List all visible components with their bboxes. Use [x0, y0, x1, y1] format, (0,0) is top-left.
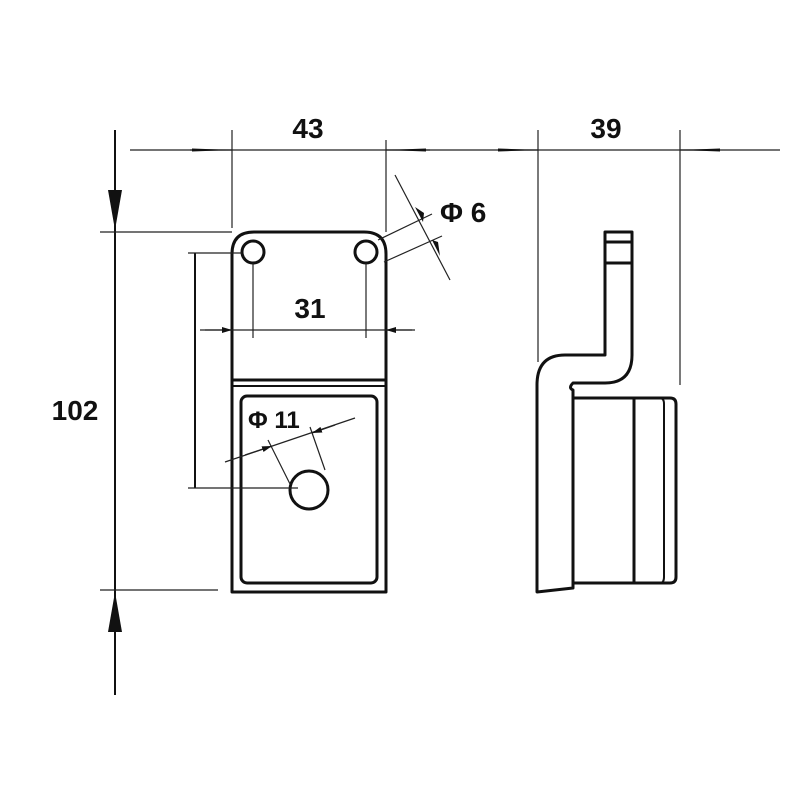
- side-outline: [535, 230, 634, 594]
- dim-label-width-side: 39: [590, 113, 621, 144]
- center-hole: [288, 469, 330, 511]
- dim-label-width-front: 43: [292, 113, 323, 144]
- dim-label-hole-spacing: 31: [294, 293, 325, 324]
- inner-panel: [239, 394, 379, 585]
- front-view: [230, 230, 388, 594]
- dim-label-large-hole: Φ 11: [248, 407, 300, 434]
- side-view: [535, 230, 678, 594]
- dimension-lines: [100, 130, 780, 695]
- front-outline: [230, 230, 388, 594]
- dim-label-height: 102: [52, 395, 99, 426]
- dim-label-small-hole: Φ 6: [440, 197, 486, 228]
- side-body: [573, 396, 678, 585]
- mount-hole-right: [353, 239, 379, 265]
- mount-hole-left: [240, 239, 266, 265]
